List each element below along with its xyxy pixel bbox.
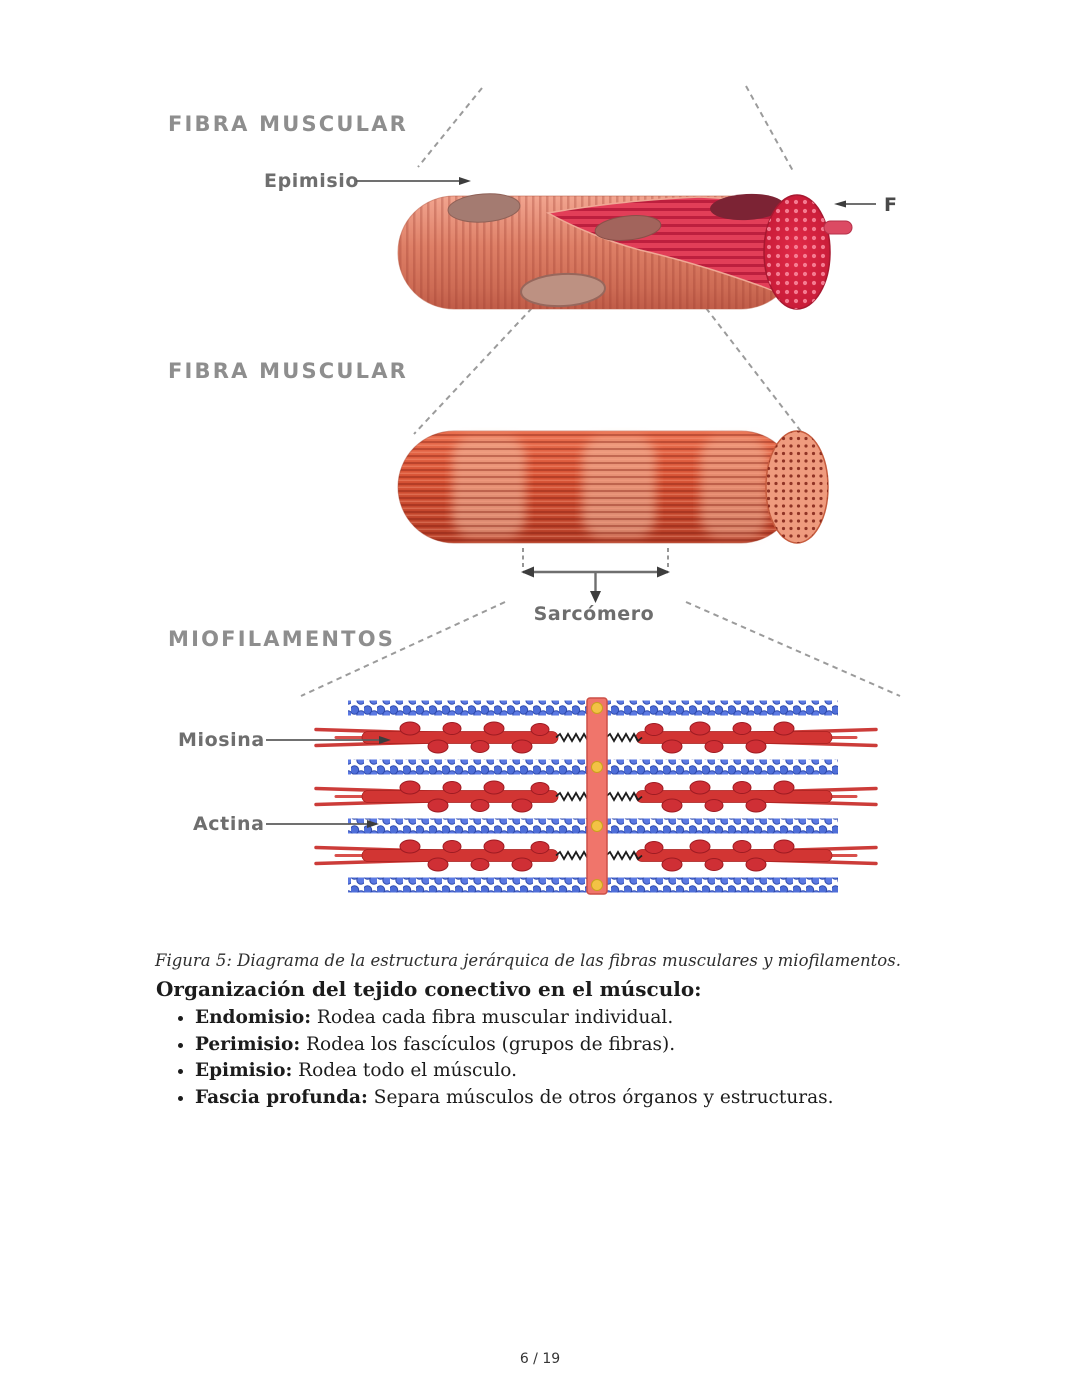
label-sarcomero: Sarcómero <box>534 603 655 625</box>
z-line-bar <box>586 697 608 895</box>
term: Epimisio: <box>195 1060 293 1081</box>
arrow-down-icon <box>590 591 601 603</box>
arrow-right-icon <box>379 736 391 744</box>
myofilament-diagram <box>314 697 878 895</box>
dashed-connectors <box>300 85 901 697</box>
list-item-perimisio: Perimisio: Rodea los fascículos (grupos … <box>195 1032 915 1059</box>
label-fasciculo-partial: F <box>884 194 897 216</box>
term: Endomisio: <box>195 1007 312 1028</box>
arrow-right-icon <box>459 177 471 185</box>
sarcomero-annotation: Sarcómero <box>521 548 670 625</box>
list-item-fascia-profunda: Fascia profunda: Separa músculos de otro… <box>195 1085 915 1112</box>
epimisio-annotation: Epimisio <box>264 170 471 192</box>
fasciculo-annotation: F <box>834 194 897 216</box>
label-fibra-muscular-2: FIBRA MUSCULAR <box>168 359 408 383</box>
muscle-cylinder <box>397 193 853 310</box>
description: Separa músculos de otros órganos y estru… <box>367 1086 834 1108</box>
description: Rodea todo el músculo. <box>292 1060 517 1081</box>
description: Rodea cada fibra muscular individual. <box>311 1007 674 1028</box>
arrow-right-icon <box>367 820 379 828</box>
list-item-endomisio: Endomisio: Rodea cada fibra muscular ind… <box>195 1005 915 1032</box>
list-item-epimisio: Epimisio: Rodea todo el músculo. <box>195 1058 915 1085</box>
label-miofilamentos: MIOFILAMENTOS <box>168 627 395 651</box>
fiber-cylinder <box>397 430 829 544</box>
protruding-fiber <box>823 220 853 235</box>
arrow-left-icon <box>834 200 846 208</box>
label-fibra-muscular-1: FIBRA MUSCULAR <box>168 112 408 136</box>
description: Rodea los fascículos (grupos de fibras). <box>300 1033 676 1055</box>
page-number: 6 / 19 <box>519 1351 561 1367</box>
figure-caption: Figura 5: Diagrama de la estructura jerá… <box>155 950 901 970</box>
label-actina: Actina <box>193 813 265 835</box>
term: Perimisio: <box>195 1033 301 1055</box>
miosina-annotation: Miosina <box>178 729 391 751</box>
bullet-list: Endomisio: Rodea cada fibra muscular ind… <box>178 1005 915 1111</box>
label-epimisio: Epimisio <box>264 170 359 192</box>
label-miosina: Miosina <box>178 729 265 751</box>
term: Fascia profunda: <box>195 1086 368 1108</box>
section-heading: Organización del tejido conectivo en el … <box>156 977 702 1001</box>
actina-annotation: Actina <box>193 813 379 835</box>
muscle-hierarchy-figure: FIBRA MUSCULAR Epimisio F FIBRA <box>168 85 901 895</box>
